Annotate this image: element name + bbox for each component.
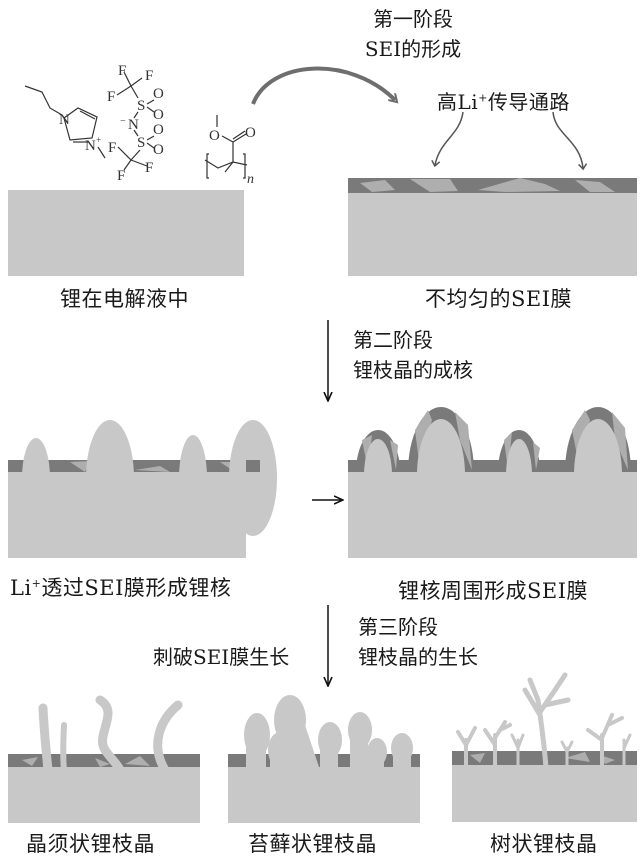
svg-text:F: F bbox=[117, 168, 125, 184]
svg-text:N: N bbox=[85, 138, 96, 154]
svg-text:n: n bbox=[247, 172, 254, 187]
caption-sei-around-nuclei: 锂核周围形成SEI膜 bbox=[398, 579, 589, 603]
imidazolium-cation-structure: N N + bbox=[24, 85, 106, 159]
svg-text:−: − bbox=[120, 116, 126, 127]
stage2-line1: 第二阶段 bbox=[353, 328, 433, 352]
svg-text:O: O bbox=[153, 122, 164, 138]
svg-text:O: O bbox=[153, 86, 164, 102]
stage3-title: 第三阶段 锂枝晶的生长 bbox=[358, 612, 478, 672]
svg-text:O: O bbox=[245, 125, 256, 141]
pmma-polymer-structure: O O n bbox=[204, 115, 256, 187]
svg-text:F: F bbox=[145, 160, 153, 176]
caption-tree-dendrites: 树状锂枝晶 bbox=[490, 832, 598, 856]
svg-text:+: + bbox=[96, 135, 101, 145]
svg-text:F: F bbox=[118, 63, 126, 79]
svg-text:N: N bbox=[128, 117, 139, 133]
pierce-sei-growth-label: 刺破SEI膜生长 bbox=[153, 645, 290, 669]
high-li-conduction-channel-label: 高Li+传导通路 bbox=[437, 90, 570, 114]
panel-lithium-in-electrolyte bbox=[8, 190, 244, 276]
caption-mossy-dendrites: 苔藓状锂枝晶 bbox=[248, 832, 377, 856]
lithium-block bbox=[8, 190, 244, 276]
stage2-title: 第二阶段 锂枝晶的成核 bbox=[353, 325, 473, 385]
tfsi-anion-structure: F F F S O O N − S O O F F F bbox=[107, 63, 164, 184]
stage1-title: 第一阶段 SEI的形成 bbox=[358, 4, 468, 64]
lithium-nucleus bbox=[22, 438, 50, 518]
lithium-block bbox=[348, 193, 637, 276]
svg-text:S: S bbox=[137, 135, 145, 151]
svg-text:N: N bbox=[59, 112, 70, 128]
panel-sei-around-nuclei bbox=[348, 407, 637, 558]
panel-nonuniform-sei bbox=[348, 178, 637, 276]
caption-nonuniform-sei: 不均匀的SEI膜 bbox=[425, 287, 573, 311]
panel-mossy-dendrites bbox=[228, 695, 420, 823]
stage2-line2: 锂枝晶的成核 bbox=[353, 358, 473, 382]
stage1-curved-arrow bbox=[251, 66, 395, 105]
svg-text:O: O bbox=[153, 142, 164, 158]
svg-text:O: O bbox=[153, 107, 164, 123]
svg-text:O: O bbox=[209, 128, 220, 144]
svg-text:F: F bbox=[108, 140, 116, 156]
channel-arrow-right bbox=[552, 111, 588, 171]
svg-text:F: F bbox=[145, 68, 153, 84]
stage1-line2: SEI的形成 bbox=[364, 37, 462, 61]
svg-text:S: S bbox=[137, 98, 145, 114]
stage3-line1: 第三阶段 bbox=[358, 615, 438, 639]
stage1-line1: 第一阶段 bbox=[373, 7, 453, 31]
lithium-nucleus bbox=[86, 420, 134, 536]
lithium-nucleus bbox=[229, 420, 277, 536]
channel-arrow-left bbox=[431, 111, 464, 168]
caption-lithium-in-electrolyte: 锂在电解液中 bbox=[60, 287, 189, 311]
svg-text:F: F bbox=[107, 89, 115, 105]
lithium-nucleus bbox=[179, 435, 207, 521]
panel-whisker-dendrites bbox=[8, 695, 200, 823]
panel-tree-dendrites bbox=[452, 672, 637, 822]
caption-li-nucleation: Li+透过SEI膜形成锂核 bbox=[10, 576, 232, 600]
stage3-line2: 锂枝晶的生长 bbox=[358, 645, 478, 669]
caption-whisker-dendrites: 晶须状锂枝晶 bbox=[26, 832, 155, 856]
panel-lithium-nucleation bbox=[8, 420, 277, 558]
